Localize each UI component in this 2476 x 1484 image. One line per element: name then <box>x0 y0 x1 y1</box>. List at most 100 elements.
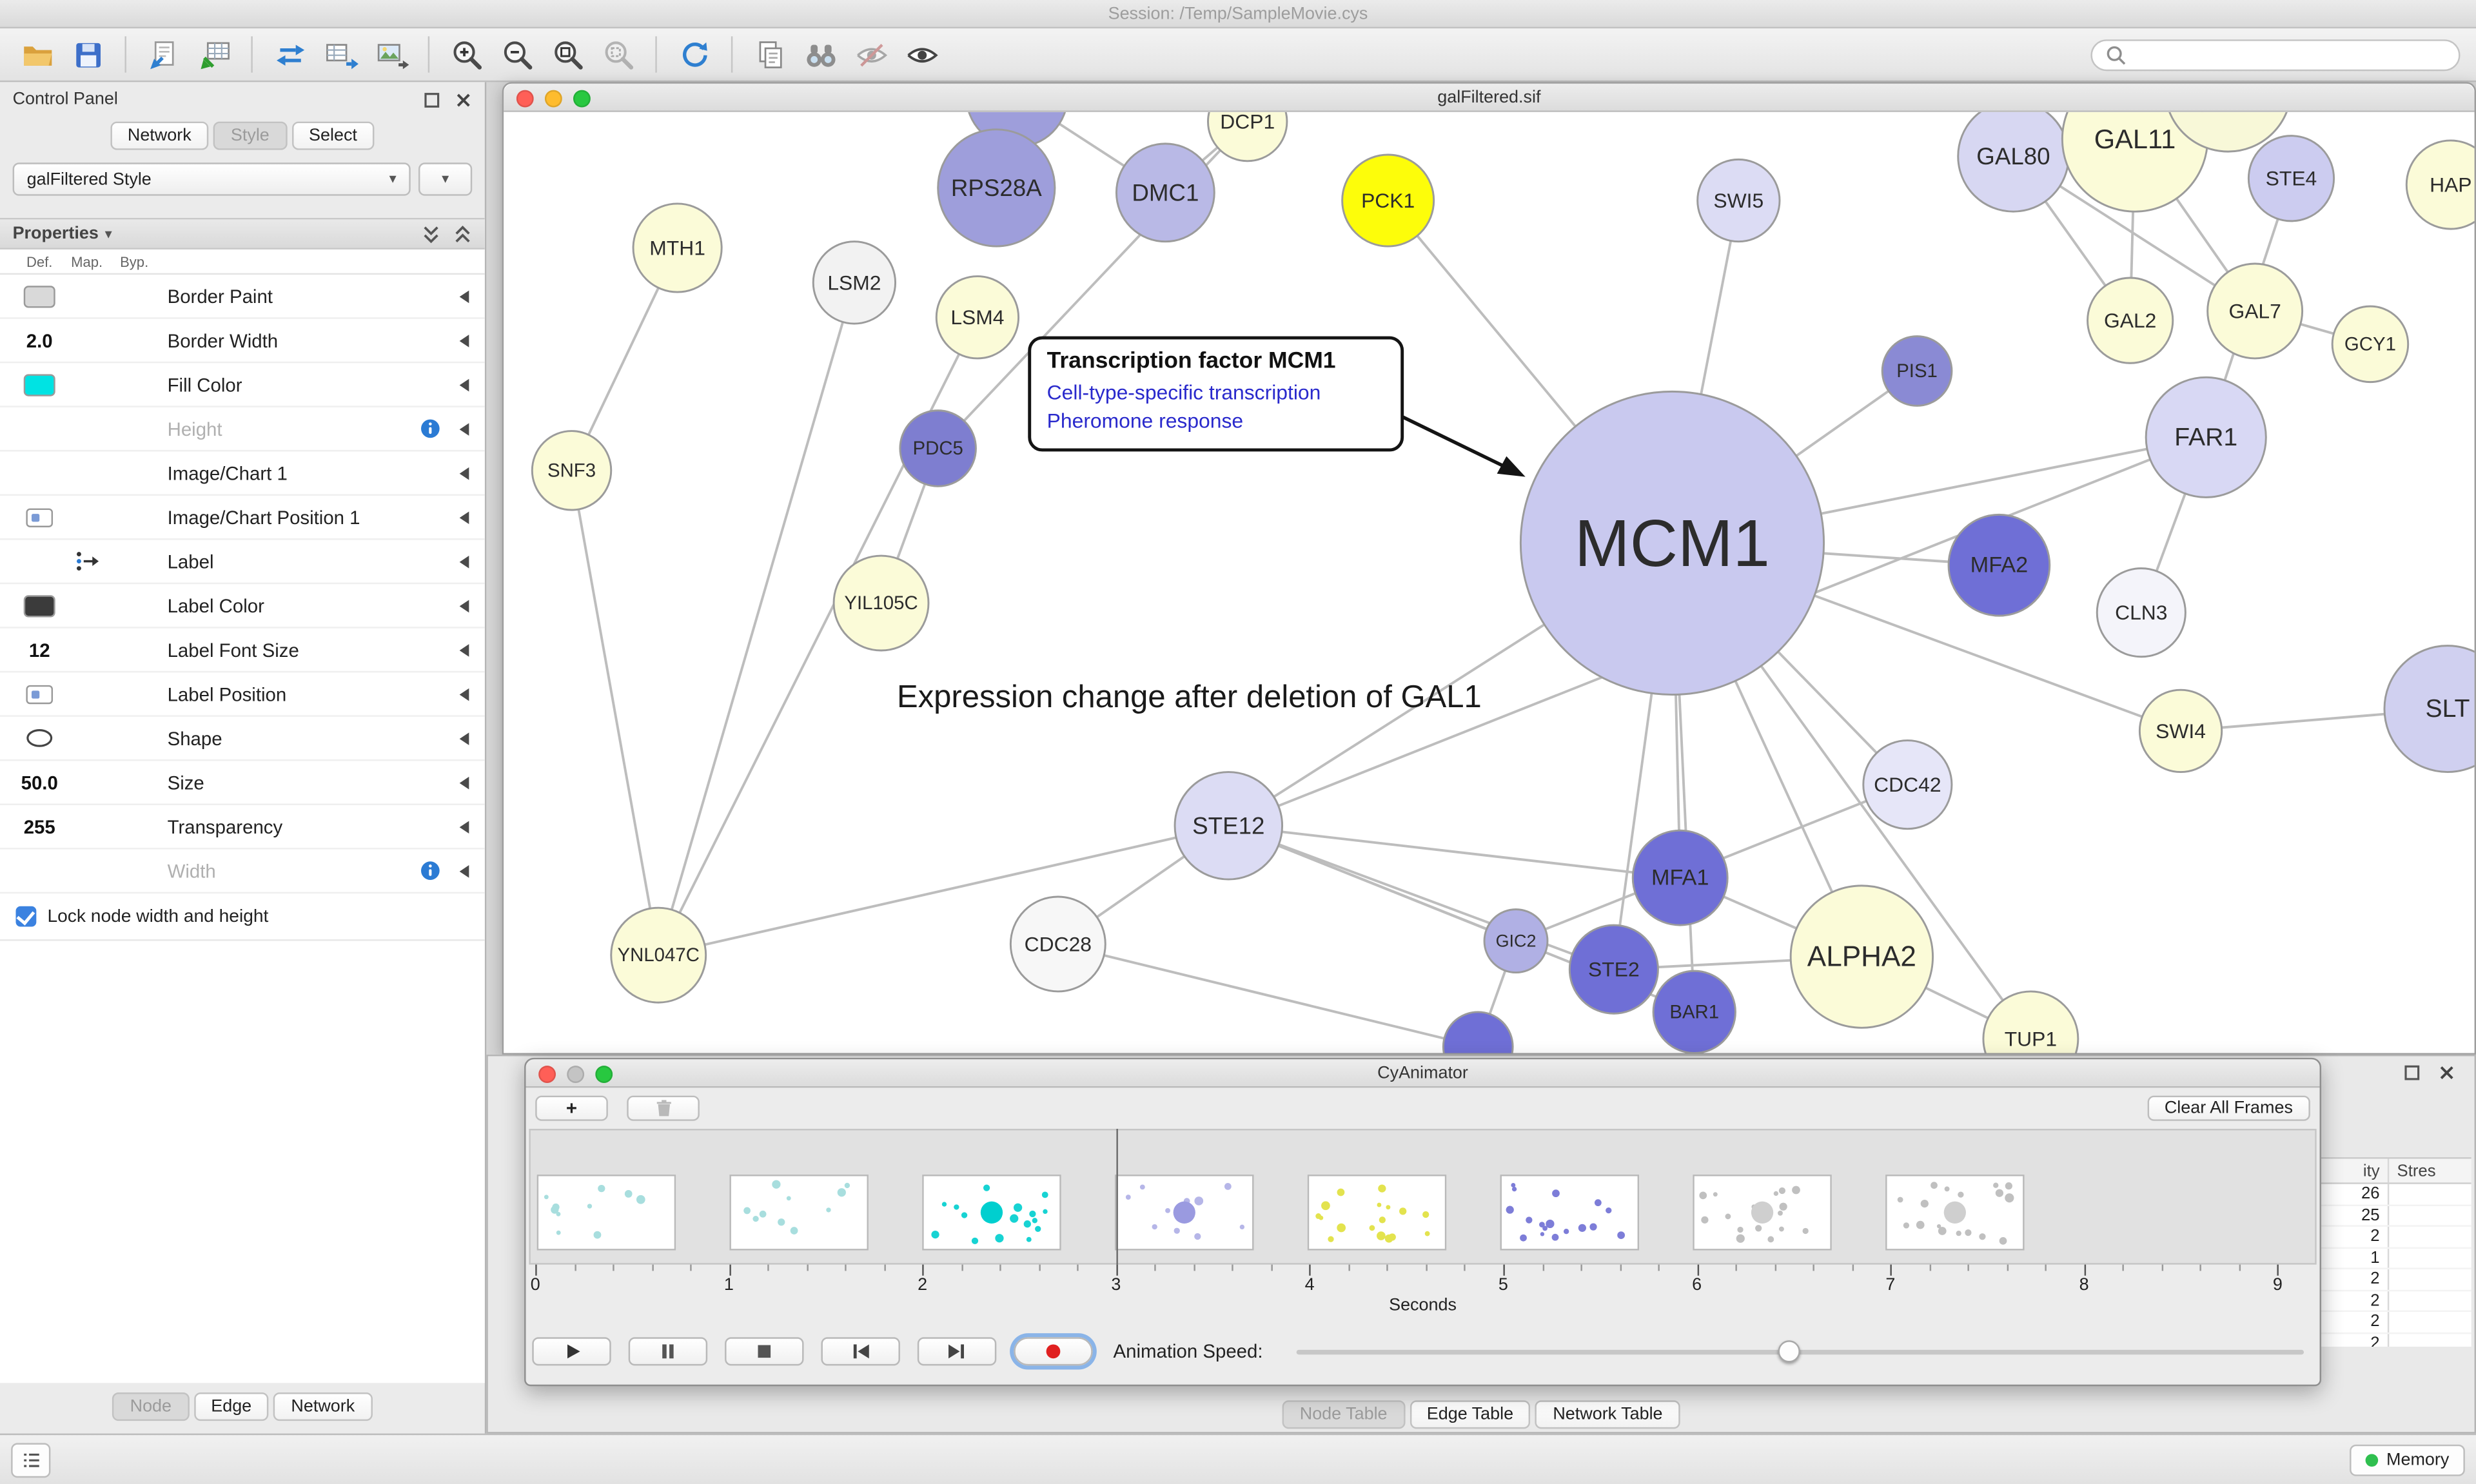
expand-arrow-icon[interactable] <box>459 732 469 745</box>
copy-button[interactable] <box>749 33 791 75</box>
maximize-window-icon[interactable] <box>595 1064 613 1082</box>
network-edge[interactable] <box>1228 824 1680 879</box>
clear-all-frames-button[interactable]: Clear All Frames <box>2147 1095 2310 1121</box>
network-node-mth1[interactable]: MTH1 <box>632 202 723 293</box>
table-row[interactable]: 2 <box>2316 1291 2471 1313</box>
expand-arrow-icon[interactable] <box>459 511 469 523</box>
network-tools-button[interactable] <box>268 33 311 75</box>
column-header[interactable]: ity <box>2317 1158 2390 1183</box>
mapping-cell[interactable] <box>63 549 110 573</box>
annotation-box[interactable]: Transcription factor MCM1 Cell-type-spec… <box>1028 336 1404 453</box>
property-row-label-position[interactable]: Label Position <box>0 672 485 717</box>
canvas-text-annotation[interactable]: Expression change after deletion of GAL1 <box>897 680 1482 716</box>
table-row[interactable]: 2 <box>2316 1312 2471 1334</box>
network-node-gal7[interactable]: GAL7 <box>2206 262 2304 360</box>
network-node-tup1[interactable]: TUP1 <box>1982 990 2079 1053</box>
network-node-hap[interactable]: HAP <box>2405 139 2475 230</box>
lock-size-row[interactable]: Lock node width and height <box>0 893 485 941</box>
cyanimator-titlebar[interactable]: CyAnimator <box>526 1059 2320 1088</box>
attr-tab-node[interactable]: Node <box>112 1392 189 1421</box>
default-value-cell[interactable] <box>15 683 63 705</box>
expand-arrow-icon[interactable] <box>459 599 469 612</box>
table-tab-edge-table[interactable]: Edge Table <box>1409 1400 1531 1429</box>
table-row[interactable]: 2 <box>2317 1333 2471 1347</box>
network-node-mcm1[interactable]: MCM1 <box>1519 390 1825 696</box>
network-edge[interactable] <box>658 824 1229 957</box>
default-value-cell[interactable]: 50.0 <box>15 771 63 793</box>
expand-arrow-icon[interactable] <box>459 554 469 568</box>
network-node-lsm4[interactable]: LSM4 <box>935 275 1020 360</box>
property-row-image-chart-1[interactable]: Image/Chart 1 <box>0 451 485 496</box>
import-network-button[interactable] <box>142 33 184 75</box>
minimize-window-icon[interactable] <box>567 1064 585 1082</box>
network-node-ynl047c[interactable]: YNL047C <box>610 906 707 1004</box>
network-node-cln3[interactable]: CLN3 <box>2096 567 2186 658</box>
frame-thumbnail-2[interactable] <box>729 1175 869 1251</box>
expand-arrow-icon[interactable] <box>459 289 469 302</box>
table-row[interactable]: 2 <box>2316 1269 2471 1291</box>
table-row[interactable]: 25 <box>2316 1205 2471 1227</box>
network-node-alpha2[interactable]: ALPHA2 <box>1789 884 1934 1029</box>
hide-selected-button[interactable] <box>850 33 892 75</box>
default-value-cell[interactable]: 255 <box>15 815 63 837</box>
property-row-fill-color[interactable]: Fill Color <box>0 363 485 407</box>
network-node-gal2[interactable]: GAL2 <box>2087 277 2174 364</box>
import-table-button[interactable] <box>193 33 235 75</box>
search-box[interactable] <box>2090 39 2461 70</box>
network-node-ste12[interactable]: STE12 <box>1174 771 1284 881</box>
attr-tab-network[interactable]: Network <box>273 1392 373 1421</box>
delete-frame-button[interactable] <box>627 1095 700 1121</box>
network-node-swi4[interactable]: SWI4 <box>2138 688 2223 774</box>
open-session-button[interactable] <box>15 33 58 75</box>
network-node-swi5[interactable]: SWI5 <box>1696 158 1781 243</box>
export-network-button[interactable] <box>319 33 362 75</box>
default-value-cell[interactable]: 12 <box>15 639 63 661</box>
network-node-cdc28[interactable]: CDC28 <box>1009 895 1106 993</box>
default-value-cell[interactable] <box>15 506 63 528</box>
network-edge[interactable] <box>657 282 856 956</box>
network-node-far1[interactable]: FAR1 <box>2145 376 2267 498</box>
show-all-button[interactable] <box>900 33 943 75</box>
float-panel-icon[interactable] <box>423 91 440 108</box>
expand-arrow-icon[interactable] <box>459 378 469 391</box>
network-node-rps28a[interactable]: RPS28A <box>937 128 1056 248</box>
task-history-button[interactable] <box>11 1442 51 1478</box>
close-window-icon[interactable] <box>516 89 534 107</box>
expand-arrow-icon[interactable] <box>459 776 469 789</box>
network-node-n9[interactable] <box>2165 112 2292 153</box>
previous-frame-button[interactable] <box>821 1337 900 1366</box>
network-node-bar1[interactable]: BAR1 <box>1652 970 1736 1053</box>
first-neighbors-button[interactable] <box>799 33 841 75</box>
table-row[interactable]: 26 <box>2316 1184 2471 1206</box>
play-button[interactable] <box>532 1337 611 1366</box>
properties-header[interactable]: Properties ▾ <box>0 217 485 249</box>
frame-thumbnail-3[interactable] <box>922 1175 1061 1251</box>
network-edge[interactable] <box>570 470 660 955</box>
style-options-button[interactable]: ▾ <box>418 162 473 196</box>
network-node-dcp1[interactable]: DCP1 <box>1207 112 1288 162</box>
session-titlebar[interactable]: Session: /Temp/SampleMovie.cys <box>0 0 2476 29</box>
default-value-cell[interactable] <box>15 285 63 308</box>
network-node-gal80[interactable]: GAL80 <box>1957 112 2070 213</box>
default-value-cell[interactable]: 2.0 <box>15 329 63 351</box>
tab-network[interactable]: Network <box>110 121 209 150</box>
table-row[interactable]: 1 <box>2316 1247 2471 1269</box>
default-value-cell[interactable] <box>15 594 63 617</box>
network-node-slt[interactable]: SLT <box>2383 645 2475 773</box>
slider-thumb[interactable] <box>1778 1340 1802 1363</box>
network-node-dmc1[interactable]: DMC1 <box>1115 142 1215 243</box>
network-edge[interactable] <box>1228 824 1615 971</box>
expand-arrow-icon[interactable] <box>459 864 469 877</box>
animation-speed-slider[interactable] <box>1295 1340 2304 1363</box>
frame-thumbnail-8[interactable] <box>1885 1175 2025 1251</box>
network-node-mfa1[interactable]: MFA1 <box>1631 829 1729 926</box>
network-node-yil105c[interactable]: YIL105C <box>832 554 930 652</box>
expand-arrow-icon[interactable] <box>459 333 469 347</box>
collapse-all-icon[interactable] <box>453 224 472 244</box>
network-edge[interactable] <box>1057 942 1479 1048</box>
export-image-button[interactable] <box>369 33 412 75</box>
